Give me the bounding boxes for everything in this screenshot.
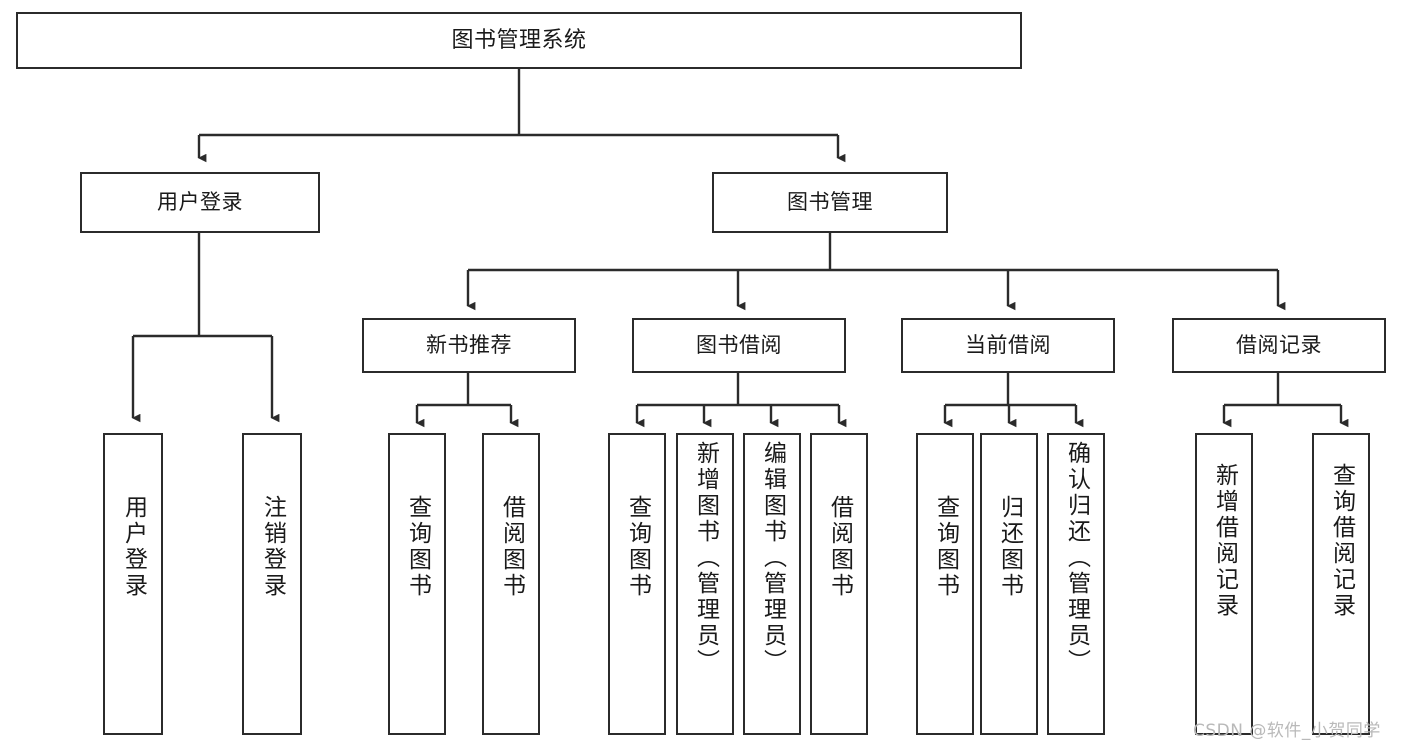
node-label: 新书推荐 [426, 333, 512, 358]
node-label: 借阅记录 [1236, 333, 1322, 358]
node-borrowing-record[interactable]: 借阅记录 [1172, 318, 1386, 373]
node-label: 用户登录 [157, 190, 243, 215]
leaf-logout[interactable]: 注销登录 [242, 433, 302, 735]
leaf-user-login[interactable]: 用户登录 [103, 433, 163, 735]
node-label: 归还图书 [996, 495, 1023, 599]
node-label: 确认归还（管理员） [1063, 441, 1090, 675]
leaf-add-book-admin[interactable]: 新增图书（管理员） [676, 433, 734, 735]
node-root-book-management-system[interactable]: 图书管理系统 [16, 12, 1022, 69]
leaf-query-borrow-record[interactable]: 查询借阅记录 [1312, 433, 1370, 735]
node-label: 用户登录 [120, 495, 147, 599]
leaf-query-book-current-borrowing[interactable]: 查询图书 [916, 433, 974, 735]
node-label: 新增图书（管理员） [692, 441, 719, 675]
leaf-query-book-new-recommendation[interactable]: 查询图书 [388, 433, 446, 735]
node-book-borrowing[interactable]: 图书借阅 [632, 318, 846, 373]
node-label: 新增借阅记录 [1211, 463, 1238, 619]
leaf-edit-book-admin[interactable]: 编辑图书（管理员） [743, 433, 801, 735]
node-label: 注销登录 [259, 495, 286, 599]
node-label: 图书借阅 [696, 333, 782, 358]
node-label: 查询图书 [624, 495, 651, 599]
node-label: 查询图书 [404, 495, 431, 599]
node-label: 当前借阅 [965, 333, 1051, 358]
csdn-watermark: CSDN @软件_小贺同学 [1193, 721, 1381, 741]
node-label: 查询图书 [932, 495, 959, 599]
leaf-confirm-return-admin[interactable]: 确认归还（管理员） [1047, 433, 1105, 735]
node-label: 借阅图书 [498, 495, 525, 599]
node-new-book-recommendation[interactable]: 新书推荐 [362, 318, 576, 373]
leaf-query-book-borrowing[interactable]: 查询图书 [608, 433, 666, 735]
node-label: 图书管理系统 [451, 27, 587, 53]
node-label: 借阅图书 [826, 495, 853, 599]
node-label: 查询借阅记录 [1328, 463, 1355, 619]
leaf-add-borrow-record[interactable]: 新增借阅记录 [1195, 433, 1253, 735]
node-label: 编辑图书（管理员） [759, 441, 786, 675]
leaf-return-book[interactable]: 归还图书 [980, 433, 1038, 735]
node-label: 图书管理 [787, 190, 873, 215]
node-current-borrowing[interactable]: 当前借阅 [901, 318, 1115, 373]
node-user-login[interactable]: 用户登录 [80, 172, 320, 233]
leaf-borrow-book-borrowing[interactable]: 借阅图书 [810, 433, 868, 735]
leaf-borrow-book-new-recommendation[interactable]: 借阅图书 [482, 433, 540, 735]
node-book-management[interactable]: 图书管理 [712, 172, 948, 233]
